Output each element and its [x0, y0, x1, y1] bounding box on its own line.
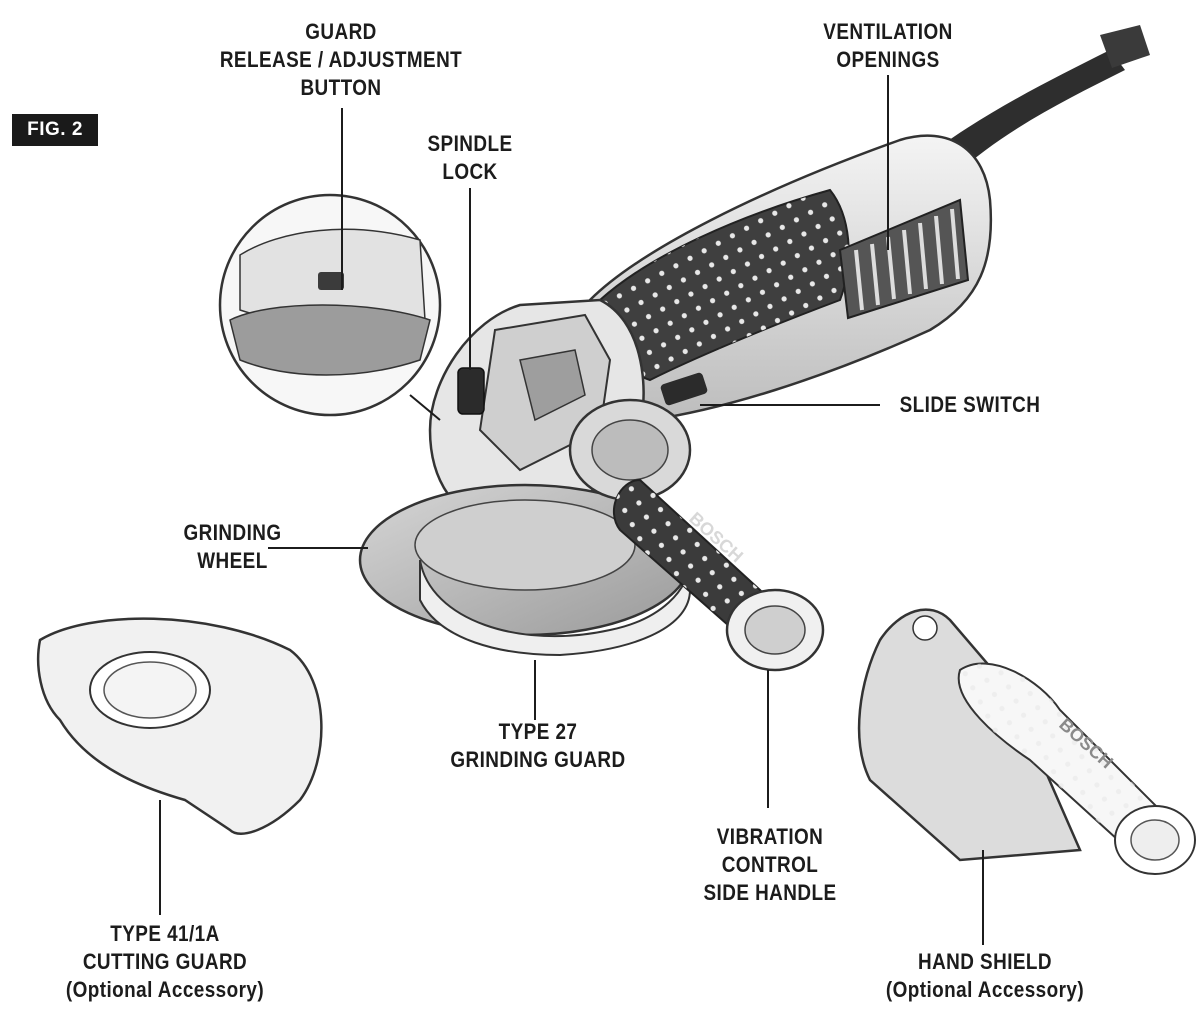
label-line: (Optional Accessory) — [885, 977, 1085, 1002]
label-vibration-handle: VIBRATION CONTROL SIDE HANDLE — [693, 823, 848, 907]
slide-switch-icon — [660, 372, 708, 406]
vibration-side-handle: BOSCH — [568, 398, 825, 672]
label-line: TYPE 41/1A — [110, 921, 220, 946]
leader-lines — [159, 75, 984, 945]
label-line: HAND SHIELD — [917, 949, 1053, 974]
grinding-wheel-and-guard — [358, 483, 692, 657]
label-line: TYPE 27 — [498, 719, 578, 744]
hand-shield: BOSCH — [857, 608, 1196, 875]
label-line: VENTILATION — [823, 19, 953, 44]
label-line: BUTTON — [300, 75, 382, 100]
label-line: VIBRATION — [716, 824, 824, 849]
label-line: SIDE HANDLE — [703, 880, 837, 905]
label-line: SPINDLE — [427, 131, 513, 156]
label-line: (Optional Accessory) — [65, 977, 265, 1002]
label-line: OPENINGS — [836, 47, 940, 72]
label-type41-guard: TYPE 41/1A CUTTING GUARD (Optional Acces… — [58, 920, 273, 1004]
label-line: RELEASE / ADJUSTMENT — [219, 47, 463, 72]
label-line: GRINDING GUARD — [450, 747, 626, 772]
ventilation-slots-icon — [838, 198, 970, 320]
label-line: GRINDING — [183, 520, 282, 545]
label-spindle-lock: SPINDLE LOCK — [414, 130, 526, 186]
label-ventilation: VENTILATION OPENINGS — [802, 18, 974, 74]
label-line: LOCK — [442, 159, 498, 184]
figure-tag: FIG. 2 — [12, 114, 98, 146]
label-line: GUARD — [305, 19, 377, 44]
spindle-lock-button-icon — [457, 367, 485, 415]
label-line: SLIDE SWITCH — [899, 392, 1041, 417]
motor-housing — [584, 134, 993, 422]
label-line: CONTROL — [721, 852, 819, 877]
label-line: CUTTING GUARD — [82, 949, 248, 974]
label-hand-shield: HAND SHIELD (Optional Accessory) — [878, 948, 1093, 1004]
type41-cutting-guard — [36, 617, 323, 835]
label-type27-guard: TYPE 27 GRINDING GUARD — [435, 718, 641, 774]
guard-detail-inset — [218, 193, 442, 421]
label-slide-switch: SLIDE SWITCH — [893, 391, 1048, 419]
label-guard-release: GUARD RELEASE / ADJUSTMENT BUTTON — [216, 18, 465, 102]
label-grinding-wheel: GRINDING WHEEL — [174, 519, 290, 575]
label-line: WHEEL — [197, 548, 268, 573]
power-cord — [935, 25, 1150, 175]
